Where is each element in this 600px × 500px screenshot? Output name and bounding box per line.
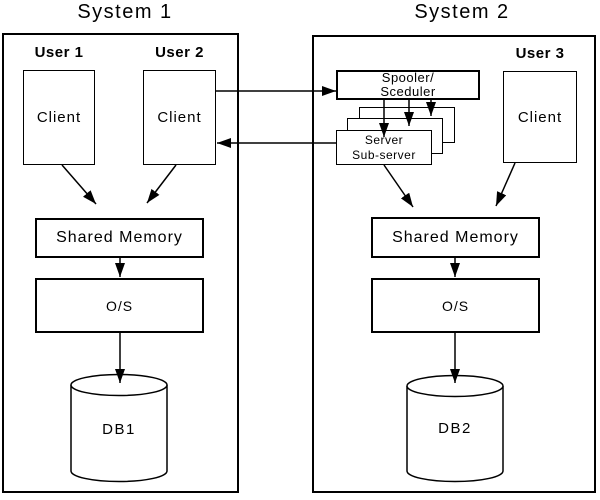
client1-box: Client — [23, 70, 95, 165]
shared-memory2-box: Shared Memory — [371, 217, 540, 258]
os1-box: O/S — [35, 278, 204, 333]
system2-title: System 2 — [414, 1, 510, 23]
server-stack-front-box: Server Sub-server — [336, 130, 432, 165]
spooler-label-line2: Sceduler — [380, 84, 436, 99]
os2-label: O/S — [441, 297, 470, 314]
user3-label: User 3 — [515, 45, 565, 62]
shared-memory1-label: Shared Memory — [56, 229, 183, 246]
client3-box: Client — [503, 71, 577, 163]
system1-title: System 1 — [77, 1, 173, 23]
shared-memory2-label: Shared Memory — [392, 228, 519, 246]
client2-box: Client — [143, 70, 216, 165]
client1-label: Client — [36, 109, 82, 126]
os1-label: O/S — [105, 297, 134, 314]
system1-container — [2, 33, 239, 493]
client3-label: Client — [517, 108, 563, 126]
user2-label: User 2 — [155, 44, 204, 61]
db2-label: DB2 — [438, 420, 472, 437]
system2-container — [312, 35, 596, 493]
user1-label: User 1 — [34, 44, 84, 61]
spooler-scheduler-box: Spooler/ Sceduler — [336, 70, 480, 100]
spooler-label-line1: Spooler/ — [381, 69, 435, 85]
shared-memory1-box: Shared Memory — [35, 218, 204, 258]
server-label-line2: Sub-server — [352, 147, 416, 162]
db1-label: DB1 — [102, 421, 136, 438]
os2-box: O/S — [371, 278, 540, 333]
server-label-line1: Server — [364, 133, 404, 147]
client2-label: Client — [157, 109, 202, 126]
